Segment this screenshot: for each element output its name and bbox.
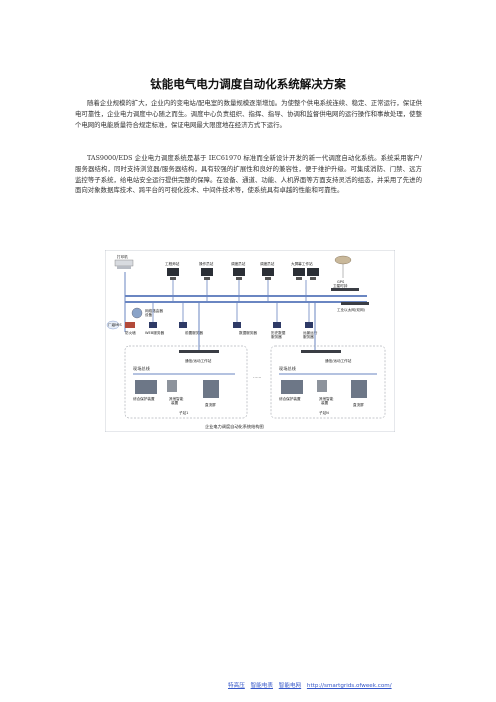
workstation-big-screen: 大屏幕工作站: [291, 261, 319, 280]
svg-text:服务器: 服务器: [271, 334, 282, 339]
svg-text:设备: 设备: [145, 312, 153, 317]
svg-text:子站1: 子站1: [179, 410, 188, 415]
svg-text:WEB服务器: WEB服务器: [145, 330, 164, 335]
workstation-label: 工程师站: [165, 261, 180, 266]
svg-text:远景运行: 远景运行: [303, 330, 318, 335]
workstation-row: 工程师站 操作员站 调度员站 调度员站 大屏幕工作站: [165, 261, 319, 280]
link-uhv[interactable]: 特高压: [228, 683, 245, 689]
workstation-dispatcher-1: 调度员站: [231, 261, 246, 280]
svg-text:综合保护装置: 综合保护装置: [133, 396, 155, 401]
diagram-frame: [105, 250, 395, 432]
server-frontend: 前置服务器: [179, 322, 203, 335]
workstation-engineer: 工程师站: [165, 261, 180, 280]
network-switch: [341, 302, 369, 305]
comm-switch: [301, 350, 341, 353]
workstation-label: 调度员站: [260, 261, 275, 266]
workstation-drops: [172, 280, 307, 302]
ellipsis: ……: [253, 374, 261, 379]
system-paragraph: TAS9000/EDS 企业电力调度系统是基于 IEC61970 标准而全新设计…: [75, 154, 422, 195]
network-router: 网络路由器 设备: [131, 307, 163, 319]
svg-text:数据服务器: 数据服务器: [239, 330, 257, 335]
intro-paragraph: 随着企业规模的扩大，企业内的变电站/配电室的数量规模逐渐增加。为使整个供电系统连…: [75, 99, 422, 129]
workstation-label: 大屏幕工作站: [291, 261, 313, 266]
footer-links: 特高压 智能电表 智能电网 http://smartgrids.ofweek.c…: [228, 681, 396, 689]
gps-label: GPS: [337, 280, 345, 284]
server-web: WEB服务器: [145, 322, 164, 335]
svg-text:现场总线: 现场总线: [279, 365, 297, 372]
page-title: 钛能电气电力调度自动化系统解决方案: [150, 77, 346, 91]
gps-clock: GPS 卫星时钟: [331, 255, 359, 291]
svg-text:历史数据: 历史数据: [271, 330, 286, 335]
link-url[interactable]: http://smartgrids.ofweek.com/: [306, 683, 392, 689]
svg-text:前置服务器: 前置服务器: [185, 330, 203, 335]
svg-text:服务器: 服务器: [303, 334, 314, 339]
workstation-dispatcher-2: 调度员站: [260, 261, 275, 280]
svg-text:厂级MIS: 厂级MIS: [108, 322, 122, 327]
workstation-label: 调度员站: [231, 261, 246, 266]
system-architecture-diagram: 打印机 工程师站 操作员站 调度员站 调度员站 大屏幕工作站 GPS: [105, 250, 395, 432]
firewall: 防火墙: [125, 322, 136, 335]
svg-text:装置: 装置: [321, 400, 329, 405]
printer-label: 打印机: [117, 254, 128, 259]
svg-text:直流屏: 直流屏: [353, 402, 364, 407]
server-row: [152, 302, 310, 322]
ethernet-label: 工业以太网(双网): [337, 307, 366, 312]
svg-text:现场总线: 现场总线: [133, 365, 151, 372]
svg-text:其他智能: 其他智能: [319, 396, 334, 401]
link-smart-grid[interactable]: 智能电网: [278, 683, 302, 689]
server-data: 数据服务器: [233, 322, 257, 335]
svg-text:装置: 装置: [171, 400, 179, 405]
svg-text:防火墙: 防火墙: [125, 330, 136, 335]
workstation-operator: 操作员站: [199, 261, 214, 280]
svg-text:通信/远动工作站: 通信/远动工作站: [185, 358, 212, 363]
plant-mis: 厂级MIS: [106, 320, 122, 330]
workstation-label: 操作员站: [199, 261, 214, 266]
svg-text:网络路由器: 网络路由器: [145, 308, 163, 313]
svg-text:其他智能: 其他智能: [169, 396, 184, 401]
svg-text:综合保护装置: 综合保护装置: [279, 396, 301, 401]
link-smart-meter[interactable]: 智能电表: [250, 683, 273, 689]
printer: 打印机: [114, 254, 134, 269]
diagram-caption: 企业电力调度自动化系统结构图: [205, 423, 264, 430]
svg-text:通信/远动工作站: 通信/远动工作站: [325, 358, 352, 363]
comm-switch: [179, 350, 219, 353]
gps-sublabel: 卫星时钟: [333, 283, 348, 288]
svg-text:直流屏: 直流屏: [205, 402, 216, 407]
svg-text:子站N: 子站N: [319, 410, 329, 415]
